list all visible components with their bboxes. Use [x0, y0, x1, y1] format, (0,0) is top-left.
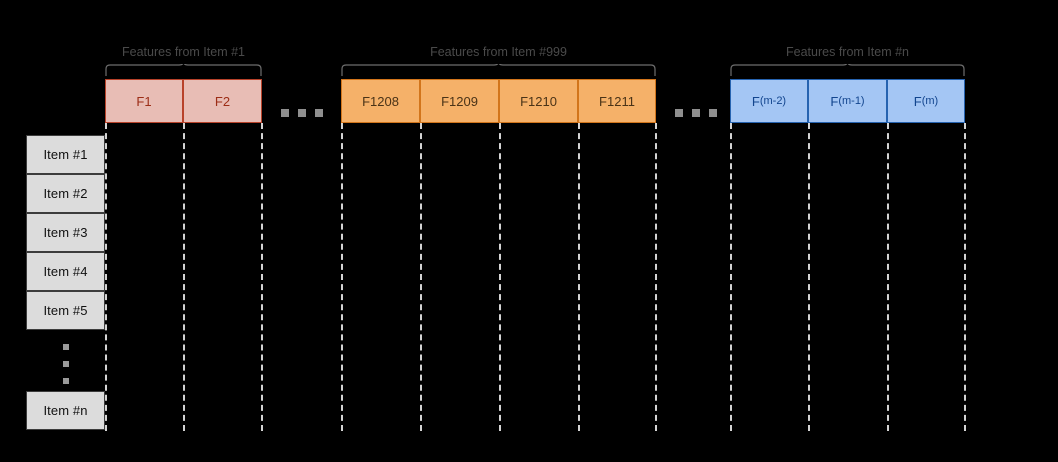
- column-guide: [578, 123, 580, 431]
- feature-cell-label: F1210: [520, 93, 557, 109]
- column-guide: [730, 123, 732, 431]
- group-title: Features from Item #n: [786, 45, 909, 59]
- feature-cell-label-sub: (m-2): [759, 95, 787, 107]
- column-guide: [183, 123, 185, 431]
- group-title: Features from Item #999: [430, 45, 567, 59]
- column-guide: [808, 123, 810, 431]
- column-guide: [887, 123, 889, 431]
- row-label-item-2: Item #2: [26, 174, 105, 213]
- feature-cell[interactable]: F1: [105, 79, 183, 123]
- row-label-item-1: Item #1: [26, 135, 105, 174]
- row-label-text: Item #n: [43, 403, 88, 418]
- feature-cell-row: F1208 F1209 F1210 F1211: [341, 79, 656, 123]
- feature-cell-label-sub: (m): [921, 95, 939, 107]
- feature-cell[interactable]: F1211: [578, 79, 656, 123]
- column-guide: [420, 123, 422, 431]
- horizontal-ellipsis-icon-2: [675, 109, 717, 117]
- feature-cell[interactable]: F(m-2): [730, 79, 808, 123]
- curly-brace-icon: [341, 64, 656, 76]
- vertical-ellipsis-icon: [26, 344, 105, 384]
- feature-cell-row: F1 F2: [105, 79, 262, 123]
- curly-brace-icon: [730, 64, 965, 76]
- feature-cell-label-sub: (m-1): [838, 95, 865, 107]
- group-title: Features from Item #1: [122, 45, 245, 59]
- feature-cell[interactable]: F(m): [887, 79, 965, 123]
- column-guide: [964, 123, 966, 431]
- column-guide: [341, 123, 343, 431]
- column-guide: [105, 123, 107, 431]
- row-label-text: Item #5: [43, 303, 88, 318]
- feature-cell[interactable]: F(m-1): [808, 79, 887, 123]
- feature-cell-label: F1211: [599, 93, 635, 109]
- column-guide: [655, 123, 657, 431]
- row-label-item-4: Item #4: [26, 252, 105, 291]
- row-label-text: Item #1: [43, 147, 88, 162]
- row-label-item-3: Item #3: [26, 213, 105, 252]
- column-guide: [261, 123, 263, 431]
- feature-cell-label-base: F: [913, 93, 922, 109]
- feature-cell[interactable]: F1209: [420, 79, 499, 123]
- horizontal-ellipsis-icon-1: [281, 109, 323, 117]
- feature-cell-row: F(m-2) F(m-1) F(m): [730, 79, 965, 123]
- column-guide: [499, 123, 501, 431]
- feature-cell-label: F2: [214, 93, 231, 109]
- row-label-item-n: Item #n: [26, 391, 105, 430]
- feature-cell-label-base: F: [751, 93, 760, 109]
- row-label-text: Item #3: [43, 225, 88, 240]
- feature-cell[interactable]: F1208: [341, 79, 420, 123]
- feature-cell[interactable]: F1210: [499, 79, 578, 123]
- feature-cell-label: F1209: [441, 93, 478, 109]
- row-label-text: Item #2: [43, 186, 88, 201]
- feature-cell-label-base: F: [830, 93, 839, 109]
- row-label-text: Item #4: [43, 264, 88, 279]
- row-label-item-5: Item #5: [26, 291, 105, 330]
- feature-cell-label: F1: [136, 93, 152, 109]
- curly-brace-icon: [105, 64, 262, 76]
- feature-cell-label: F1208: [362, 93, 399, 109]
- feature-cell[interactable]: F2: [183, 79, 262, 123]
